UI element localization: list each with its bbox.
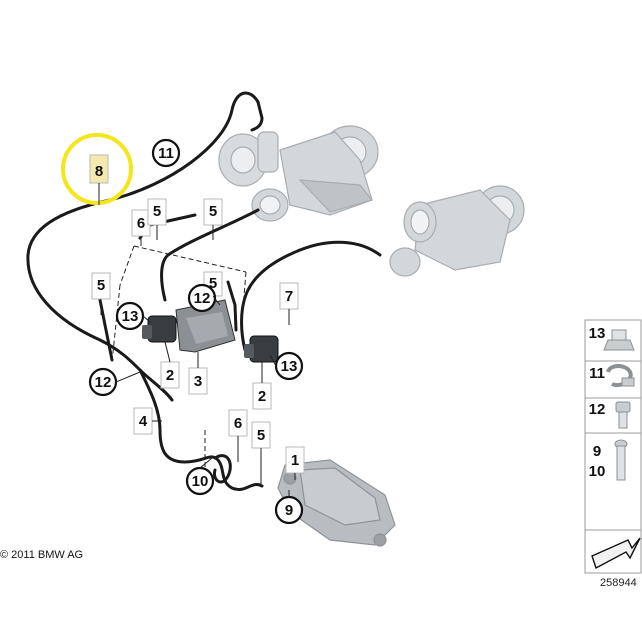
clamp-icon [606,364,635,387]
callout-10-label: 10 [192,473,209,490]
callout-13-right-label: 13 [281,358,298,375]
callout-2-left[interactable]: 2 [160,361,180,389]
callout-4-label: 4 [139,413,148,430]
direction-arrow-icon [591,537,641,570]
callout-5-right-top[interactable]: 5 [203,198,223,226]
callout-5-right-top-label: 5 [209,203,217,220]
callout-12-lower-label: 12 [95,374,112,391]
callout-4[interactable]: 4 [133,407,153,435]
callout-9-label: 9 [285,502,293,519]
callout-8-label: 8 [95,163,103,180]
callout-1[interactable]: 1 [285,446,305,474]
callout-13-left-label: 13 [122,308,139,325]
callout-7[interactable]: 7 [279,282,299,310]
callout-5-top-label: 5 [153,203,161,220]
fastener-legend: 13 11 12 9 10 [584,319,642,574]
callout-1-label: 1 [291,452,299,469]
callout-2-right-label: 2 [258,388,266,405]
callout-13-left[interactable]: 13 [115,301,145,331]
callout-2-right[interactable]: 2 [252,382,272,410]
turbocharger-lower[interactable] [389,185,525,277]
legend-11-label: 11 [589,365,605,382]
callout-9[interactable]: 9 [274,495,304,525]
callout-11-label: 11 [158,145,174,162]
legend-13-label: 13 [589,325,606,342]
callout-5-middle-label: 5 [209,275,217,292]
callout-12-lower[interactable]: 12 [88,367,118,397]
callout-13-right[interactable]: 13 [274,351,304,381]
callout-5-lower[interactable]: 5 [251,421,271,449]
bolt-icon [615,401,631,429]
legend-9-label: 9 [593,443,601,460]
nut-icon [603,329,635,351]
callout-5-lower-label: 5 [257,427,265,444]
vacuum-hoses [26,91,382,491]
callout-5-left-label: 5 [97,277,105,294]
highlight-ring [61,133,133,205]
diagram-number: 258944 [600,577,637,589]
callout-6-upper-label: 6 [137,215,145,232]
legend-12-label: 12 [589,401,606,418]
callout-12-upper[interactable]: 12 [187,283,217,313]
callout-10[interactable]: 10 [185,466,215,496]
callout-3-label: 3 [194,373,202,390]
callout-6-lower[interactable]: 6 [228,409,248,437]
leader-lines [111,245,247,470]
copyright-text: © 2011 BMW AG [0,549,84,561]
callout-7-label: 7 [285,288,293,305]
callout-2-left-label: 2 [166,367,174,384]
callout-8[interactable]: 8 [89,154,109,184]
callout-11[interactable]: 11 [151,138,181,168]
callout-5-left[interactable]: 5 [91,272,111,300]
intake-pipe[interactable] [277,459,396,547]
callout-3[interactable]: 3 [188,367,208,395]
pressure-converter-right[interactable] [244,335,279,363]
turbocharger-upper[interactable] [251,125,379,222]
callout-5-top[interactable]: 5 [147,198,167,226]
callout-6-upper[interactable]: 6 [131,209,151,237]
callout-leaders [98,183,296,497]
legend-10-label: 10 [589,463,606,480]
vacuum-pump[interactable] [218,131,279,187]
callout-12-upper-label: 12 [194,290,211,307]
screw-icon [614,439,628,481]
callout-6-lower-label: 6 [234,415,242,432]
